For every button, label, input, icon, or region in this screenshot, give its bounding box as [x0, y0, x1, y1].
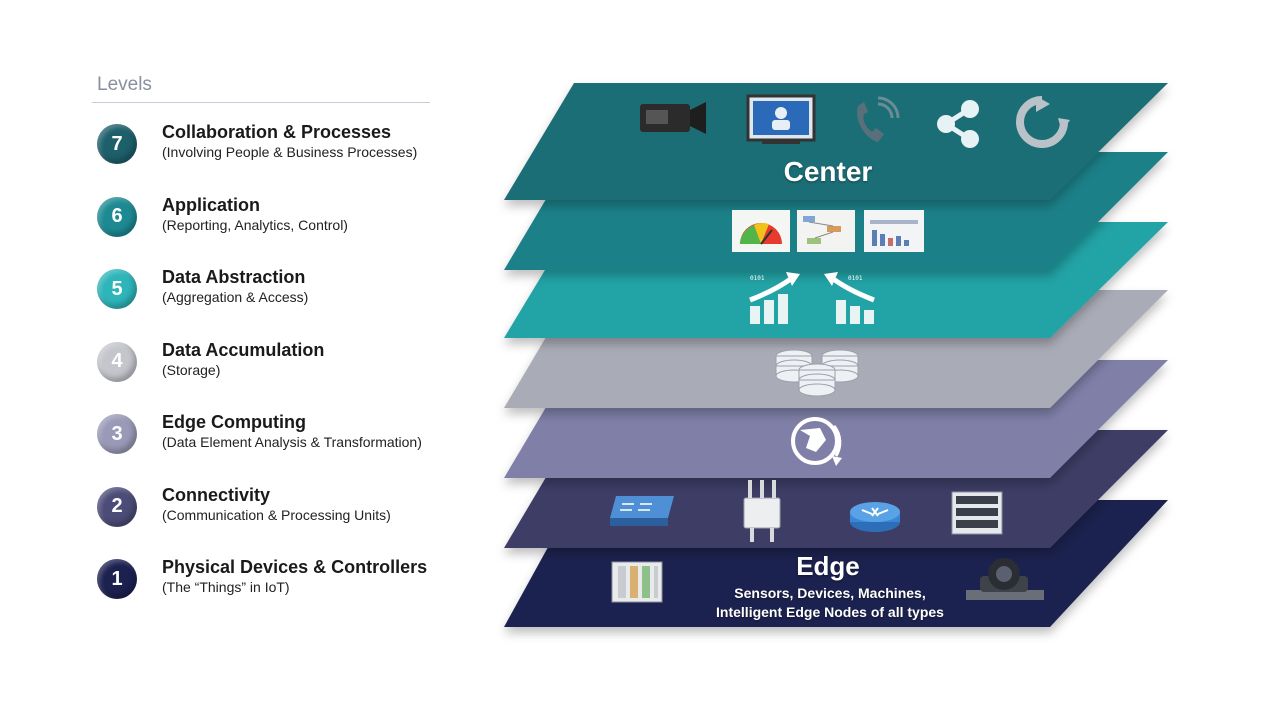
level-subtitle: (Data Element Analysis & Transformation) [162, 434, 422, 450]
switch-icon [610, 496, 674, 526]
level-number-badge: 3 [97, 414, 137, 454]
svg-text:0101: 0101 [750, 275, 765, 282]
video-camera-icon [640, 102, 706, 134]
edge-label: Edge [796, 551, 860, 581]
level-number-badge: 2 [97, 486, 137, 527]
server-rack-icon [951, 491, 1003, 535]
data-upload-chart-icon: 0101 [749, 272, 800, 324]
level-subtitle: (The “Things” in IoT) [162, 579, 290, 595]
data-download-chart-icon: 0101 [824, 272, 875, 324]
ptz-camera-icon [966, 558, 1044, 600]
refresh-icon [1016, 96, 1070, 148]
level-number-badge: 7 [97, 124, 137, 164]
edge-subtitle-line-1: Sensors, Devices, Machines, [734, 585, 926, 601]
access-point-icon [743, 480, 781, 542]
level-number-badge: 4 [97, 341, 137, 382]
level-number-badge: 1 [97, 559, 137, 599]
level-subtitle: (Communication & Processing Units) [162, 506, 391, 523]
level-subtitle: (Involving People & Business Processes) [162, 144, 418, 160]
level-number-badge: 6 [97, 196, 137, 237]
level-subtitle: (Reporting, Analytics, Control) [162, 216, 348, 233]
level-title: Connectivity [162, 484, 271, 505]
level-title: Collaboration & Processes [162, 122, 392, 142]
level-subtitle: (Aggregation & Access) [162, 289, 309, 305]
share-icon [937, 100, 979, 148]
level-title: Edge Computing [162, 412, 306, 432]
database-stack-icon [775, 349, 859, 397]
gauge-dashboard-icon [732, 210, 790, 252]
level-title: Physical Devices & Controllers [162, 557, 428, 577]
workflow-chart-icon [797, 210, 855, 252]
level-title: Data Accumulation [162, 339, 325, 360]
bar-report-icon [864, 210, 924, 252]
level-title: Application [162, 194, 260, 215]
header-divider [92, 102, 430, 103]
svg-text:0101: 0101 [848, 275, 863, 282]
router-icon [850, 502, 900, 532]
edge-subtitle-line-2: Intelligent Edge Nodes of all types [716, 604, 944, 620]
phone-icon [857, 96, 900, 142]
level-title: Data Abstraction [162, 267, 306, 287]
levels-header: Levels [97, 74, 152, 95]
level-number-badge: 5 [97, 269, 137, 309]
telepresence-screen-icon [746, 94, 816, 144]
center-label: Center [783, 156, 873, 187]
controller-panel-icon [611, 561, 663, 603]
globe-sync-icon [791, 417, 842, 466]
level-subtitle: (Storage) [162, 361, 221, 378]
